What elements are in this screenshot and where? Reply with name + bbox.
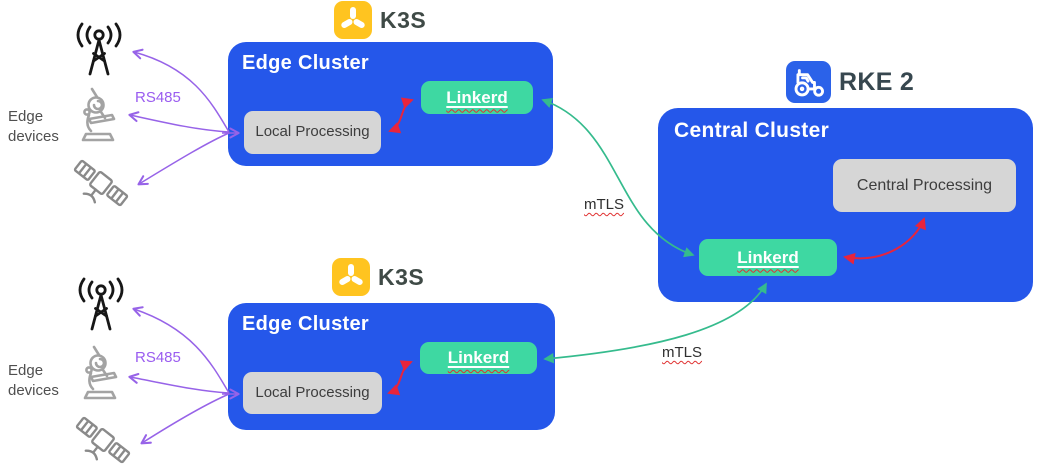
local-processing-node: Local Processing: [244, 111, 381, 154]
purple-arrow-satellite-1: [137, 132, 230, 186]
purple-arrow-microscope-2: [128, 373, 230, 394]
local-processing-node: Local Processing: [243, 372, 382, 414]
edge-cluster-1: Edge Cluster Local Processing Linkerd: [228, 42, 553, 166]
k3s-logo-text: K3S: [380, 6, 427, 33]
linkerd-label: Linkerd: [737, 247, 799, 267]
microscope-icon: [83, 345, 118, 400]
k3s-fan-icon: [332, 258, 370, 296]
linkerd-label: Linkerd: [446, 87, 508, 107]
rs485-label: RS485: [135, 349, 181, 366]
k3s-logo-text: K3S: [378, 263, 425, 290]
rs485-label: RS485: [135, 89, 181, 106]
linkerd-label: Linkerd: [447, 348, 510, 367]
edge-cluster-title: Edge Cluster: [242, 52, 369, 74]
radio-tower-icon: [76, 22, 122, 76]
radio-tower-icon: [78, 277, 124, 331]
edge-devices-label: Edge devices: [8, 108, 59, 146]
satellite-icon: [75, 416, 131, 464]
rke2-logo: RKE 2: [786, 61, 914, 103]
central-processing-node: Central Processing: [833, 159, 1016, 212]
k3s-fan-icon: [334, 1, 372, 39]
satellite-icon: [73, 159, 129, 207]
rke2-tractor-icon: [786, 61, 831, 103]
k3s-logo: K3S: [334, 1, 426, 39]
linkerd-node: Linkerd: [421, 81, 533, 114]
purple-arrow-satellite-2: [140, 393, 230, 445]
central-cluster-title: Central Cluster: [674, 119, 830, 142]
edge-cluster-title: Edge Cluster: [242, 313, 369, 335]
linkerd-node: Linkerd: [420, 342, 537, 374]
purple-arrow-microscope-1: [128, 111, 230, 133]
microscope-icon: [81, 87, 116, 142]
mtls-label: mTLS: [584, 196, 625, 213]
mtls-label: mTLS: [662, 344, 703, 361]
edge-devices-label: Edge devices: [8, 362, 59, 400]
k3s-logo: K3S: [332, 258, 424, 296]
linkerd-node: Linkerd: [699, 239, 837, 276]
central-cluster: Central Cluster Central Processing Linke…: [658, 108, 1033, 302]
rke2-logo-text: RKE 2: [839, 67, 915, 96]
edge-cluster-2: Edge Cluster Local Processing Linkerd: [228, 303, 555, 430]
